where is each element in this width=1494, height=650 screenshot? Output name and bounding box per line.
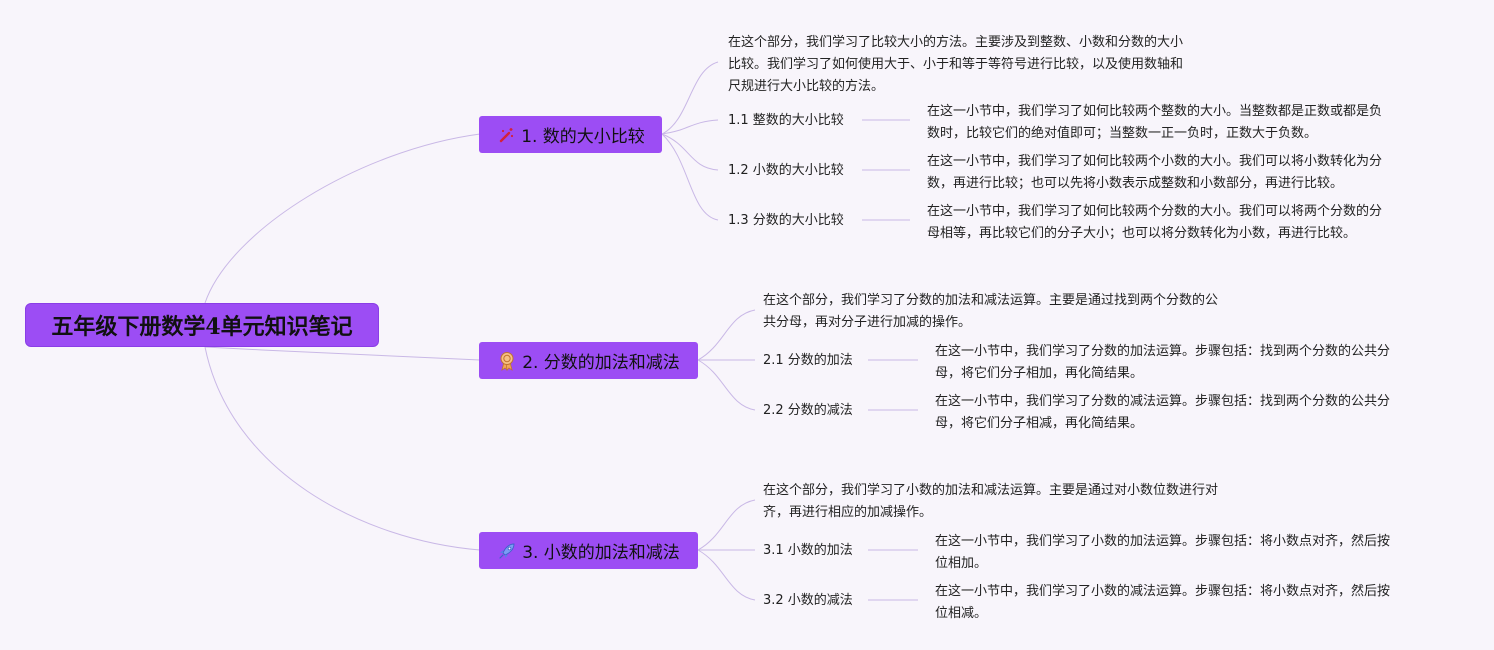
link-root-branch-1 [204,133,481,304]
branch-1-summary: 在这个部分，我们学习了比较大小的方法。主要涉及到整数、小数和分数的大小 比较。我… [728,35,1184,94]
topic-3-1-desc: 在这一小节中，我们学习了小数的加法运算。步骤包括：将小数点对齐，然后按 位相加。 [935,534,1391,571]
topic-1-3-desc: 在这一小节中，我们学习了如何比较两个分数的大小。我们可以将两个分数的分 母相等，… [927,204,1383,241]
branch-2-summary: 在这个部分，我们学习了分数的加法和减法运算。主要是通过找到两个分数的公 共分母，… [763,293,1219,330]
branch-node-1[interactable]: 1. 数的大小比较 [479,116,662,153]
link-b2-c2 [697,359,756,411]
root-node[interactable]: 五年级下册数学4单元知识笔记 [25,303,379,347]
topic-1-1-desc: 在这一小节中，我们学习了如何比较两个整数的大小。当整数都是正数或都是负 数时，比… [927,104,1383,141]
link-b3-summary [697,499,756,551]
topic-2-1-desc: 在这一小节中，我们学习了分数的加法运算。步骤包括：找到两个分数的公共分 母，将它… [935,344,1391,381]
link-root-branch-3 [204,346,481,551]
branch-label-1: 1. 数的大小比较 [521,127,645,147]
topic-2-2-desc: 在这一小节中，我们学习了分数的减法运算。步骤包括：找到两个分数的公共分 母，将它… [935,394,1391,431]
topic-2-2[interactable]: 2.2 分数的减法 [763,403,853,418]
link-b2-summary [697,309,756,361]
branch-3-summary: 在这个部分，我们学习了小数的加法和减法运算。主要是通过对小数位数进行对 齐，再进… [763,483,1219,520]
topic-2-1[interactable]: 2.1 分数的加法 [763,353,853,368]
link-b3-c2 [697,549,756,601]
link-root-branch-2 [204,346,481,361]
link-b1-c2 [661,133,719,171]
topic-3-2-desc: 在这一小节中，我们学习了小数的减法运算。步骤包括：将小数点对齐，然后按 位相减。 [935,584,1391,621]
branch-label-3: 3. 小数的加法和减法 [522,543,680,563]
magic-wand-icon [496,125,516,145]
link-b1-c3 [661,133,719,221]
topic-1-3[interactable]: 1.3 分数的大小比较 [728,213,844,228]
branch-node-3[interactable]: 3. 小数的加法和减法 [479,532,698,569]
topic-1-2[interactable]: 1.2 小数的大小比较 [728,163,844,178]
topic-1-1[interactable]: 1.1 整数的大小比较 [728,113,844,128]
topic-1-2-desc: 在这一小节中，我们学习了如何比较两个小数的大小。我们可以将小数转化为分 数，再进… [927,154,1383,191]
topic-3-2[interactable]: 3.2 小数的减法 [763,593,853,608]
topic-3-1[interactable]: 3.1 小数的加法 [763,543,853,558]
award-ribbon-icon [497,351,517,371]
branch-label-2: 2. 分数的加法和减法 [522,353,680,373]
branch-node-2[interactable]: 2. 分数的加法和减法 [479,342,698,379]
rocket-icon [497,541,517,561]
link-b1-c1 [661,119,719,135]
root-title: 五年级下册数学4单元知识笔记 [51,314,353,340]
link-b1-summary [661,61,719,135]
